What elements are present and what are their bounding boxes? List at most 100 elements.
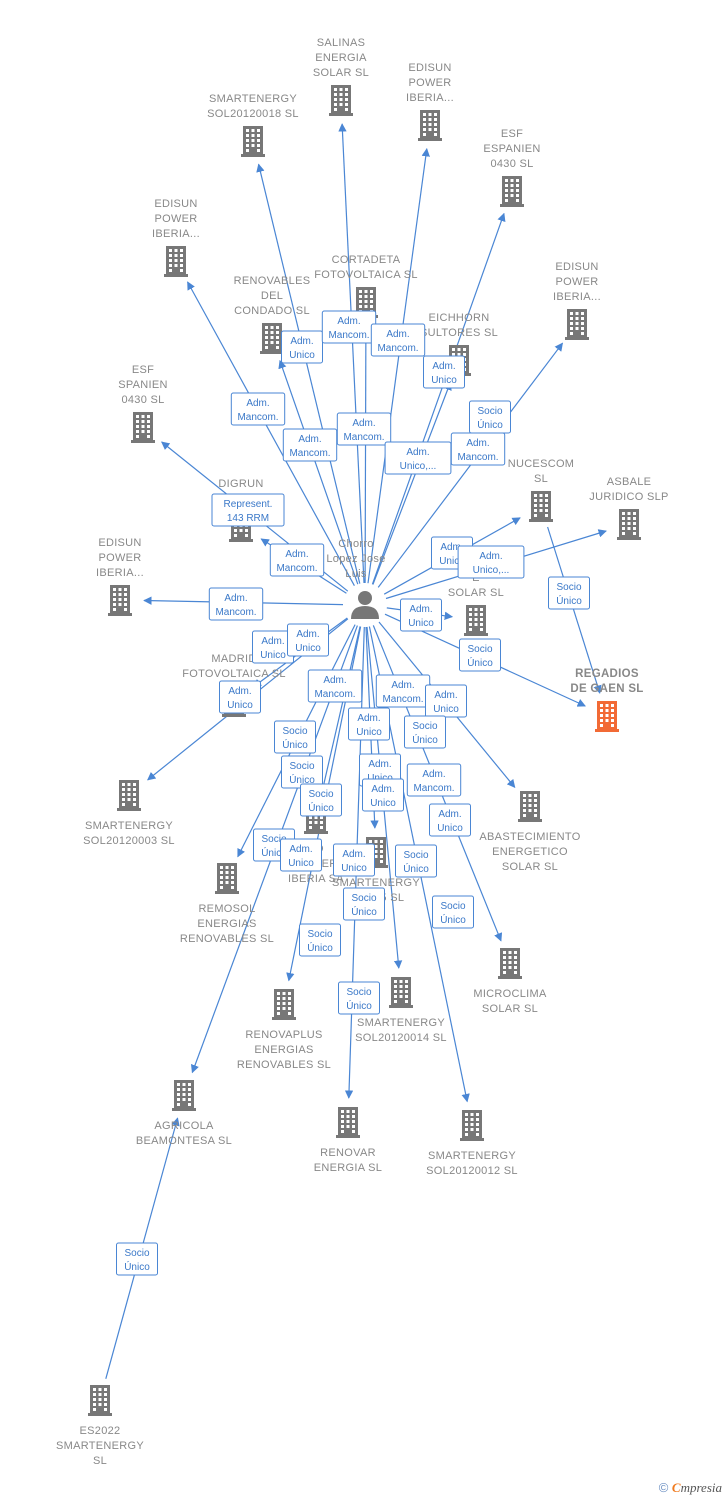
edge-nucescom-to-regadios[interactable] — [547, 526, 602, 694]
relation-badge-text: Adm. — [224, 593, 247, 604]
node-label-line: ENERGIA — [315, 52, 367, 64]
node-label-line: DIGRUN — [218, 478, 263, 490]
edge-person-to-esf1[interactable] — [371, 212, 506, 585]
building-icon — [88, 1385, 112, 1416]
relation-badge[interactable]: Adm.Unico — [429, 803, 471, 837]
relation-badge[interactable]: Adm.Unico — [423, 355, 465, 389]
relation-badge-text: Socio — [467, 644, 492, 655]
relation-badge[interactable]: Adm.Mancom. — [370, 323, 426, 357]
edge-person-to-eichhorn[interactable] — [372, 381, 452, 585]
company-node-edisun3[interactable]: EDISUNPOWERIBERIA... — [553, 261, 601, 340]
relation-badge[interactable]: Adm.Unico — [287, 623, 329, 657]
node-label-line: 0430 SL — [121, 394, 164, 406]
node-label-line: EDISUN — [98, 537, 141, 549]
building-icon — [329, 85, 353, 116]
relation-badge[interactable]: Adm.Mancom. — [269, 543, 325, 577]
company-node-edisun4[interactable]: EDISUNPOWERIBERIA... — [96, 537, 144, 616]
edge-person-to-cortadeta[interactable] — [361, 325, 371, 584]
relation-badge[interactable]: Adm.Mancom. — [307, 669, 363, 703]
relation-badge[interactable]: Adm.Mancom. — [375, 674, 431, 708]
company-node-edisun2[interactable]: EDISUNPOWERIBERIA... — [152, 198, 200, 277]
relation-badge[interactable]: Adm.Mancom. — [321, 310, 377, 344]
node-label-line: POWER — [555, 276, 598, 288]
node-label-line: REMOSOL — [198, 903, 255, 915]
relation-badge-text: Adm. — [406, 447, 429, 458]
relation-badge[interactable]: Adm.Mancom. — [336, 412, 392, 446]
relation-badge[interactable]: Adm.Mancom. — [230, 392, 286, 426]
relation-badge[interactable]: Adm.Mancom. — [450, 432, 506, 466]
relation-badge[interactable]: Adm.Mancom. — [406, 763, 462, 797]
company-node-solar_e[interactable]: ESOLAR SL — [448, 572, 504, 636]
relation-badge[interactable]: Adm.Unico — [281, 330, 323, 364]
relation-badge[interactable]: Adm.Mancom. — [208, 587, 264, 621]
relation-badge[interactable]: Adm.Unico,... — [384, 441, 452, 475]
relation-badge[interactable]: Adm.Unico — [400, 598, 442, 632]
relation-badge-text: Adm. — [466, 438, 489, 449]
edge-person-to-edisun1[interactable] — [367, 147, 430, 584]
relation-badge[interactable]: Adm.Unico — [362, 778, 404, 812]
footer-brand[interactable]: © Cmpresia — [659, 1480, 722, 1496]
relation-badge-text: Socio — [351, 893, 376, 904]
relation-badge-text: Adm. — [391, 680, 414, 691]
relation-badge[interactable]: Represent.143 RRM — [211, 493, 285, 527]
node-label-line: RENOVABLES SL — [237, 1059, 331, 1071]
edge-person-to-salinas[interactable] — [338, 123, 365, 584]
relation-badge[interactable]: Adm.Unico — [280, 838, 322, 872]
company-node-edisun1[interactable]: EDISUNPOWERIBERIA... — [406, 62, 454, 141]
relation-badge[interactable]: Adm.Unico — [252, 630, 294, 664]
building-icon — [595, 701, 619, 732]
edge-person-to-smart18[interactable] — [256, 163, 361, 584]
building-icon — [172, 1080, 196, 1111]
relation-badge[interactable]: Adm.Mancom. — [282, 428, 338, 462]
edge-person-to-renovables_condado[interactable] — [278, 359, 359, 585]
edge-person-to-edisun2[interactable] — [187, 281, 355, 586]
relation-badge[interactable]: Adm.Unico — [219, 680, 261, 714]
relation-badge-text: Socio — [308, 789, 333, 800]
person-label-line: Chorro — [338, 538, 373, 550]
relation-badge-text: Mancom. — [237, 412, 278, 423]
relation-badge[interactable]: Adm.Unico — [333, 843, 375, 877]
relation-badge[interactable]: Adm.Unico — [348, 707, 390, 741]
edge-person-to-edisun5[interactable] — [319, 626, 361, 796]
relation-badge[interactable]: Adm.Unico — [425, 684, 467, 718]
relation-badge-text: Adm. — [261, 636, 284, 647]
relation-badge-text: Adm. — [285, 549, 308, 560]
node-label-line: EICHHORN — [428, 312, 489, 324]
relation-badge[interactable]: Adm.Unico,... — [457, 545, 525, 579]
